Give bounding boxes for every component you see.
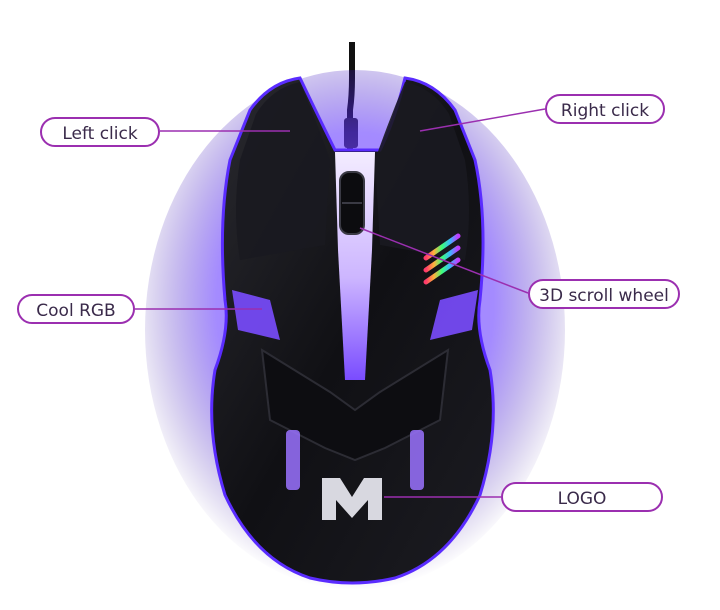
lower-chevron [260,348,450,462]
leader-scroll-wheel [359,227,529,294]
m-logo-icon [322,478,382,520]
left-click-button [236,82,330,260]
right-side-glow [430,290,478,340]
callout-cool-rgb: Cool RGB [17,294,135,324]
callout-right-click: Right click [545,94,665,124]
left-side-glow [232,290,280,340]
callout-left-click: Left click [40,117,160,147]
leader-right-click [419,108,546,132]
callout-scroll-wheel: 3D scroll wheel [528,279,680,309]
rgb-stripe-1 [423,233,461,261]
right-vent-light [410,430,424,490]
callout-logo: LOGO [501,482,663,512]
left-vent-light [286,430,300,490]
